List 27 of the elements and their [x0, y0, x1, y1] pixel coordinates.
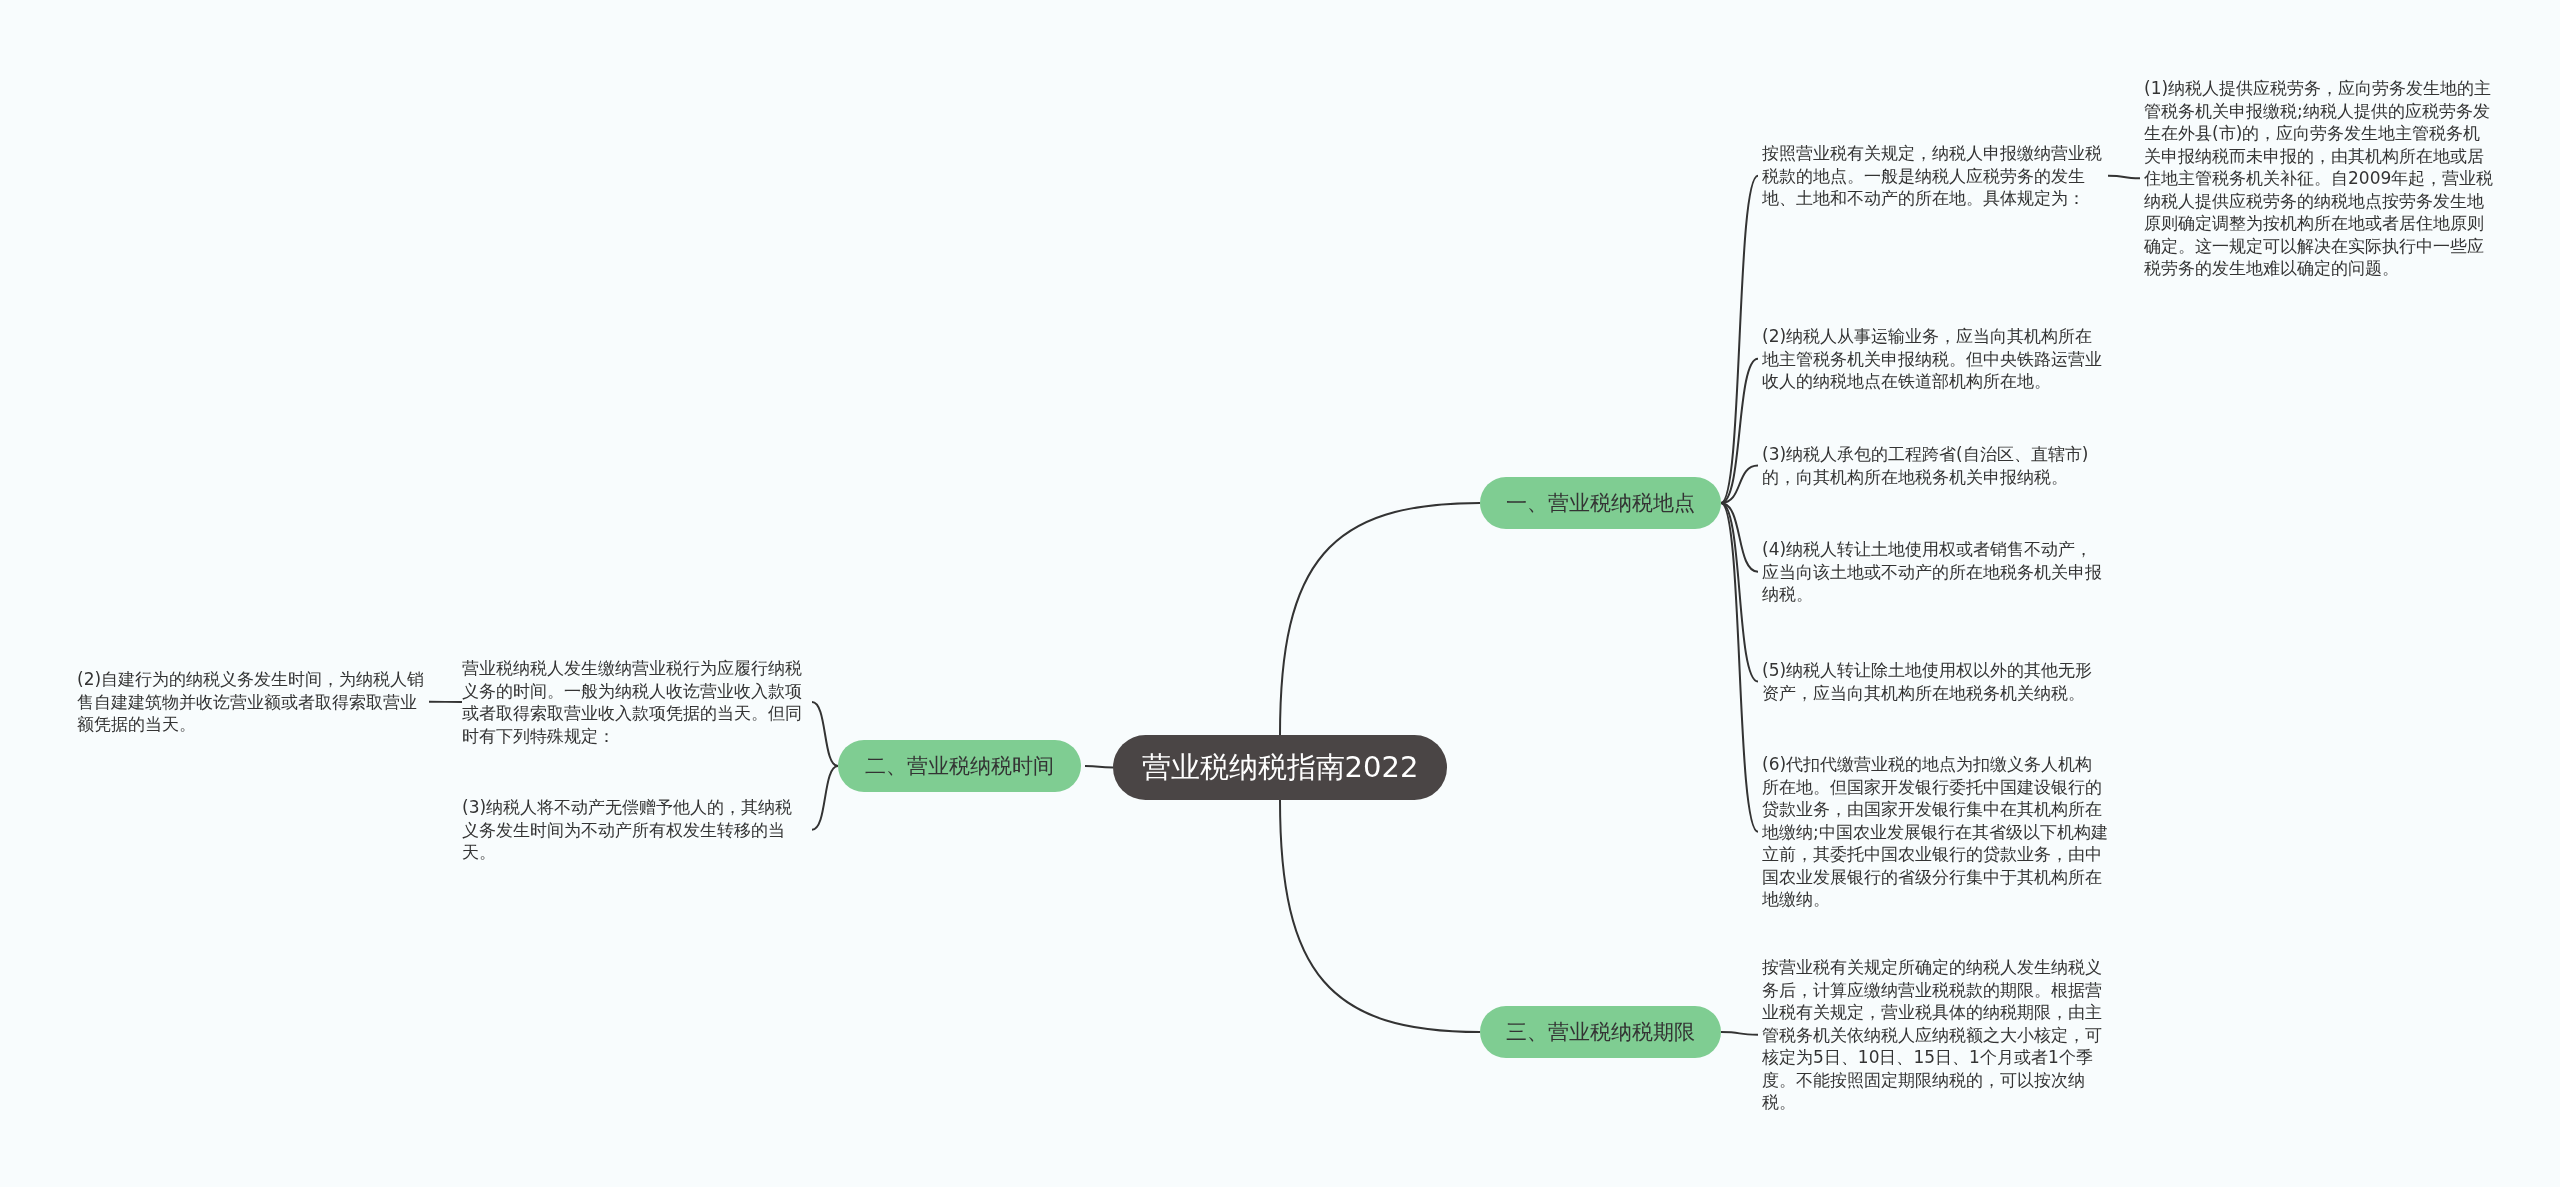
connector-line [1084, 765, 1114, 769]
topic-text: (3)纳税人将不动产无偿赠予他人的，其纳税义务发生时间为不动产所有权发生转移的当天。 [462, 796, 808, 864]
topic-text: (4)纳税人转让土地使用权或者销售不动产，应当向该土地或不动产的所在地税务机关申报纳税。 [1762, 538, 2108, 606]
branch-topic: 二、营业税纳税时间 [838, 740, 1081, 792]
connector-line [428, 700, 463, 703]
branch-topic: 一、营业税纳税地点 [1480, 477, 1721, 529]
connector-line [811, 765, 839, 831]
topic-text: (2)自建行为的纳税义务发生时间，为纳税人销售自建建筑物并收讫营业额或者取得索取营业额凭据的当天。 [77, 668, 425, 736]
topic-text: 按照营业税有关规定，纳税人申报缴纳营业税税款的地点。一般是纳税人应税劳务的发生地、土地和不动产的所在地。具体规定为： [1762, 142, 2108, 210]
connector-line [1279, 502, 1481, 736]
connector-line [1720, 502, 1759, 573]
connector-line [2107, 174, 2141, 180]
connector-line [1720, 1031, 1759, 1036]
connector-line [1720, 174, 1759, 504]
topic-text: (3)纳税人承包的工程跨省(自治区、直辖市)的，向其机构所在地税务机关申报纳税。 [1762, 443, 2108, 488]
topic-text: (1)纳税人提供应税劳务，应向劳务发生地的主管税务机关申报缴税;纳税人提供的应税劳务发生在外县(市)的，应向劳务发生地主管税务机关申报纳税而未申报的，由其机构所在地或居住地主管税务机关补征。自2009年起，营业税纳税人提供应税劳务的纳税地点按劳务发生地原则确定调整为按机构所在地或者居住地原则确定。这一规定可以解决在实际执行中一些应税劳务的发生地难以确定的问题。 [2144, 77, 2496, 280]
topic-text: 按营业税有关规定所确定的纳税人发生纳税义务后，计算应缴纳营业税税款的期限。根据营业税有关规定，营业税具体的纳税期限，由主管税务机关依纳税人应纳税额之大小核定，可核定为5日、10日、15日、1个月或者1个季度。不能按照固定期限纳税的，可以按次纳税。 [1762, 956, 2108, 1114]
root-topic: 营业税纳税指南2022 [1113, 735, 1447, 800]
connector-line [1720, 502, 1759, 833]
topic-text: (6)代扣代缴营业税的地点为扣缴义务人机构所在地。但国家开发银行委托中国建设银行的贷款业务，由国家开发银行集中在其机构所在地缴纳;中国农业发展银行在其省级以下机构建立前，其委托中国农业银行的贷款业务，由中国农业发展银行的省级分行集中于其机构所在地缴纳。 [1762, 753, 2108, 911]
branch-topic: 三、营业税纳税期限 [1480, 1006, 1721, 1058]
topic-text: (2)纳税人从事运输业务，应当向其机构所在地主管税务机关申报纳税。但中央铁路运营业收人的纳税地点在铁道部机构所在地。 [1762, 325, 2108, 393]
topic-text: 营业税纳税人发生缴纳营业税行为应履行纳税义务的时间。一般为纳税人收讫营业收入款项或者取得索取营业收入款项凭据的当天。但同时有下列特殊规定： [462, 657, 808, 747]
connector-line [1279, 799, 1481, 1033]
connector-line [811, 701, 839, 767]
connector-line [1720, 357, 1759, 504]
topic-text: (5)纳税人转让除土地使用权以外的其他无形资产，应当向其机构所在地税务机关纳税。 [1762, 659, 2108, 704]
